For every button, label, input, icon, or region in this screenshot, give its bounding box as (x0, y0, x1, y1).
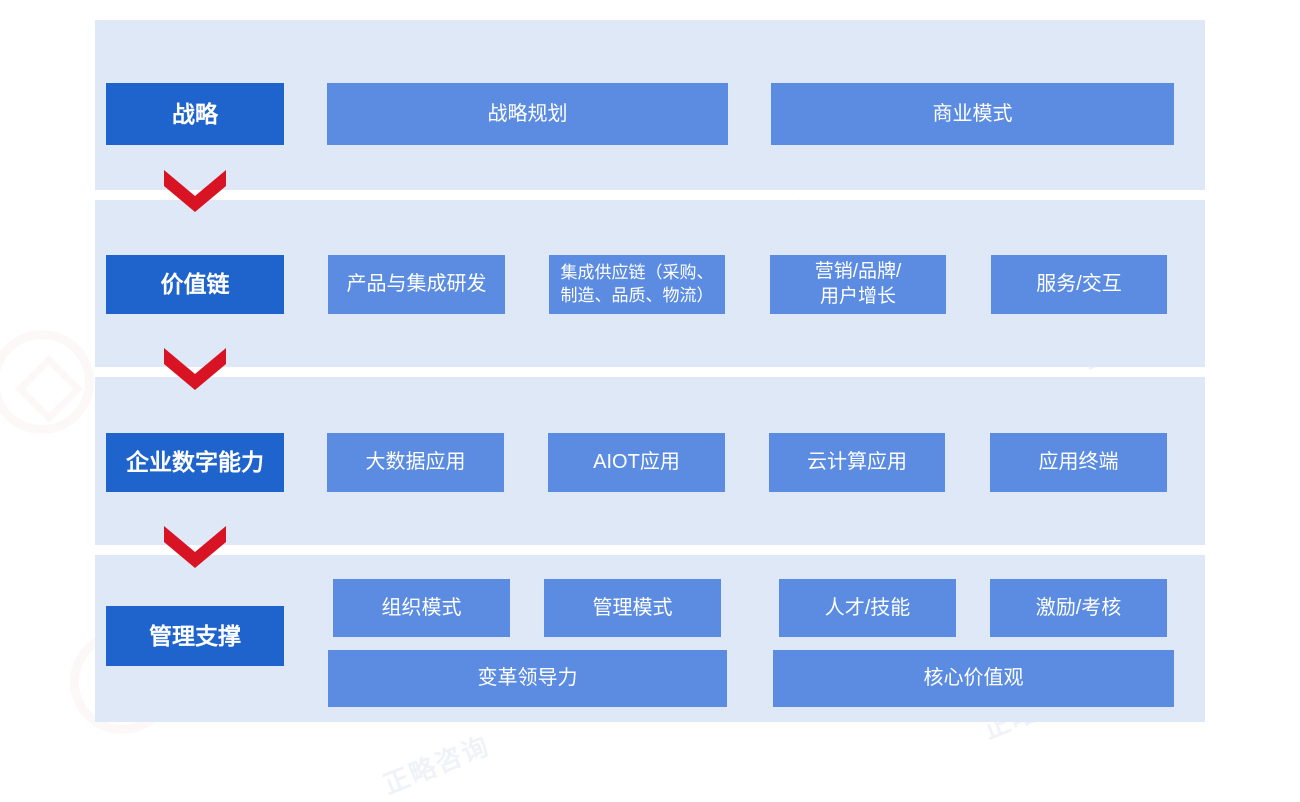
layer-item-service-interaction[interactable]: 服务/交互 (991, 255, 1167, 314)
chevron-value-chain-to-digital (164, 348, 226, 390)
layer-item-management-model[interactable]: 管理模式 (544, 579, 721, 637)
layer-label-management-support[interactable]: 管理支撑 (106, 606, 284, 666)
layer-item-core-values[interactable]: 核心价值观 (773, 650, 1174, 707)
layer-item-talent-skills[interactable]: 人才/技能 (779, 579, 956, 637)
layer-item-strategy-planning[interactable]: 战略规划 (327, 83, 728, 145)
layer-item-application-terminal[interactable]: 应用终端 (990, 433, 1167, 492)
layer-label-digital-capability[interactable]: 企业数字能力 (106, 433, 284, 492)
layer-item-product-rnd[interactable]: 产品与集成研发 (328, 255, 505, 314)
chevron-strategy-to-value-chain (164, 170, 226, 212)
chevron-digital-to-management (164, 526, 226, 568)
layer-item-big-data[interactable]: 大数据应用 (327, 433, 504, 492)
layer-item-organization-model[interactable]: 组织模式 (333, 579, 510, 637)
layer-item-cloud-computing[interactable]: 云计算应用 (769, 433, 945, 492)
layer-item-marketing-brand-growth[interactable]: 营销/品牌/用户增长 (770, 255, 946, 314)
layer-label-strategy[interactable]: 战略 (106, 83, 284, 145)
layer-item-integrated-supply-chain[interactable]: 集成供应链（采购、制造、品质、物流） (549, 255, 725, 314)
layer-label-value-chain[interactable]: 价值链 (106, 255, 284, 314)
layer-item-business-model[interactable]: 商业模式 (771, 83, 1174, 145)
layer-item-incentive-assessment[interactable]: 激励/考核 (990, 579, 1167, 637)
digital-transformation-framework-diagram: 战略 战略规划 商业模式 价值链 产品与集成研发 集成供应链（采购、制造、品质、… (95, 20, 1205, 722)
layer-item-aiot[interactable]: AIOT应用 (548, 433, 725, 492)
layer-item-change-leadership[interactable]: 变革领导力 (328, 650, 727, 707)
